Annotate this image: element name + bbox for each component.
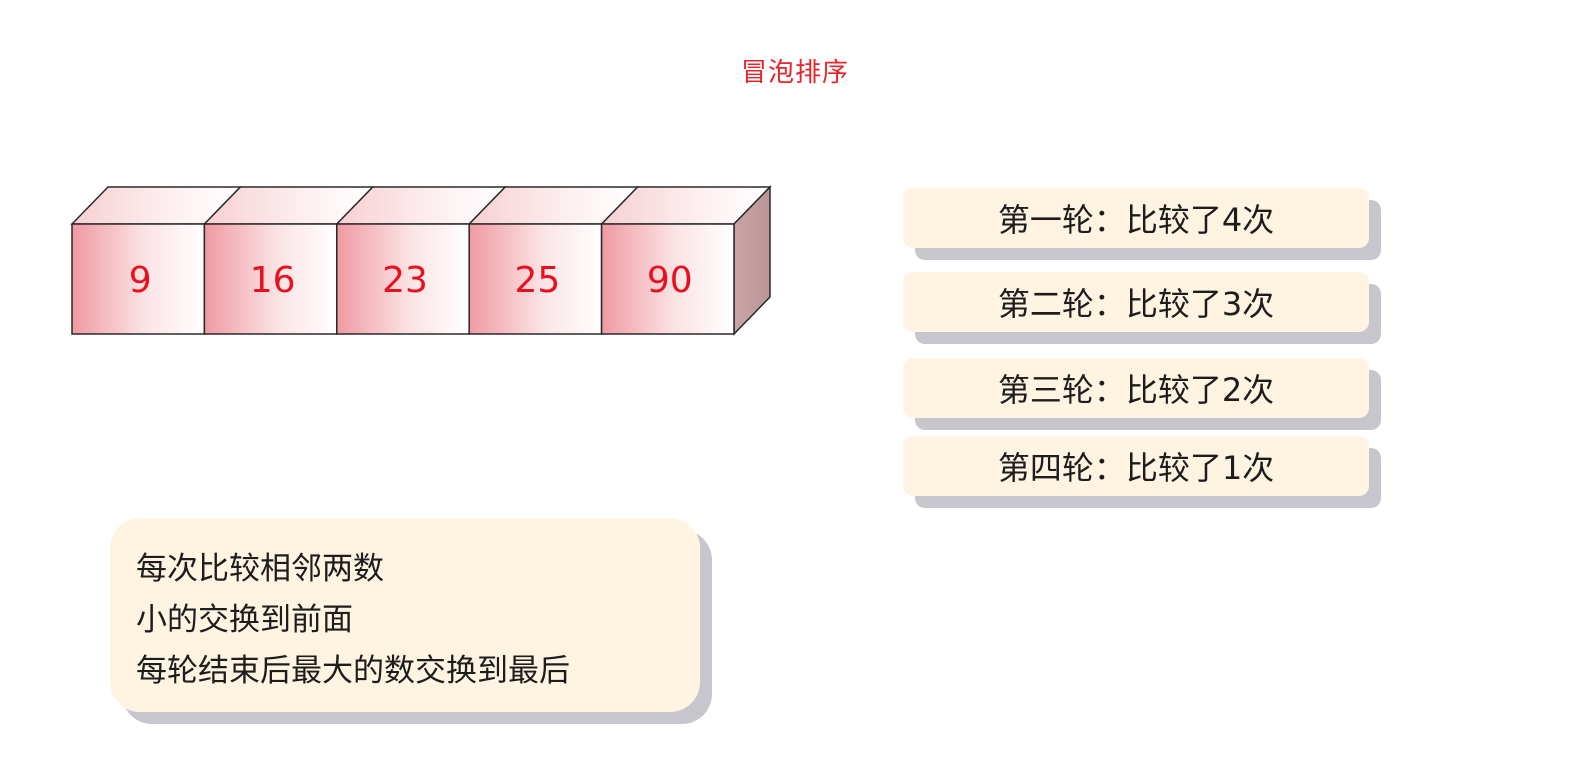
array-value-5: 90 [647, 260, 693, 301]
round-card-1: 第一轮：比较了4次 [903, 188, 1369, 248]
array-value-4: 25 [514, 260, 560, 301]
array-cell-4 [468, 223, 603, 335]
round-card-4: 第四轮：比较了1次 [903, 436, 1369, 496]
array-value-3: 23 [382, 260, 428, 301]
array-value-1: 9 [129, 260, 152, 301]
note-line-1: 每次比较相邻两数 [136, 551, 384, 587]
array-diagram: 9 16 23 25 90 [60, 176, 790, 346]
array-value-2: 16 [250, 260, 296, 301]
array-cell-2 [203, 223, 338, 335]
array-cell-3 [336, 223, 470, 335]
round-card-2: 第二轮：比较了3次 [903, 272, 1369, 332]
array-cell-1 [71, 223, 206, 335]
note-line-2: 小的交换到前面 [136, 602, 353, 638]
page-title: 冒泡排序 [740, 58, 849, 88]
note-line-3: 每轮结束后最大的数交换到最后 [136, 653, 570, 689]
explanation-note: 每次比较相邻两数 小的交换到前面 每轮结束后最大的数交换到最后 [110, 518, 700, 712]
array-cell-5 [600, 223, 735, 335]
round-card-3: 第三轮：比较了2次 [903, 358, 1369, 418]
